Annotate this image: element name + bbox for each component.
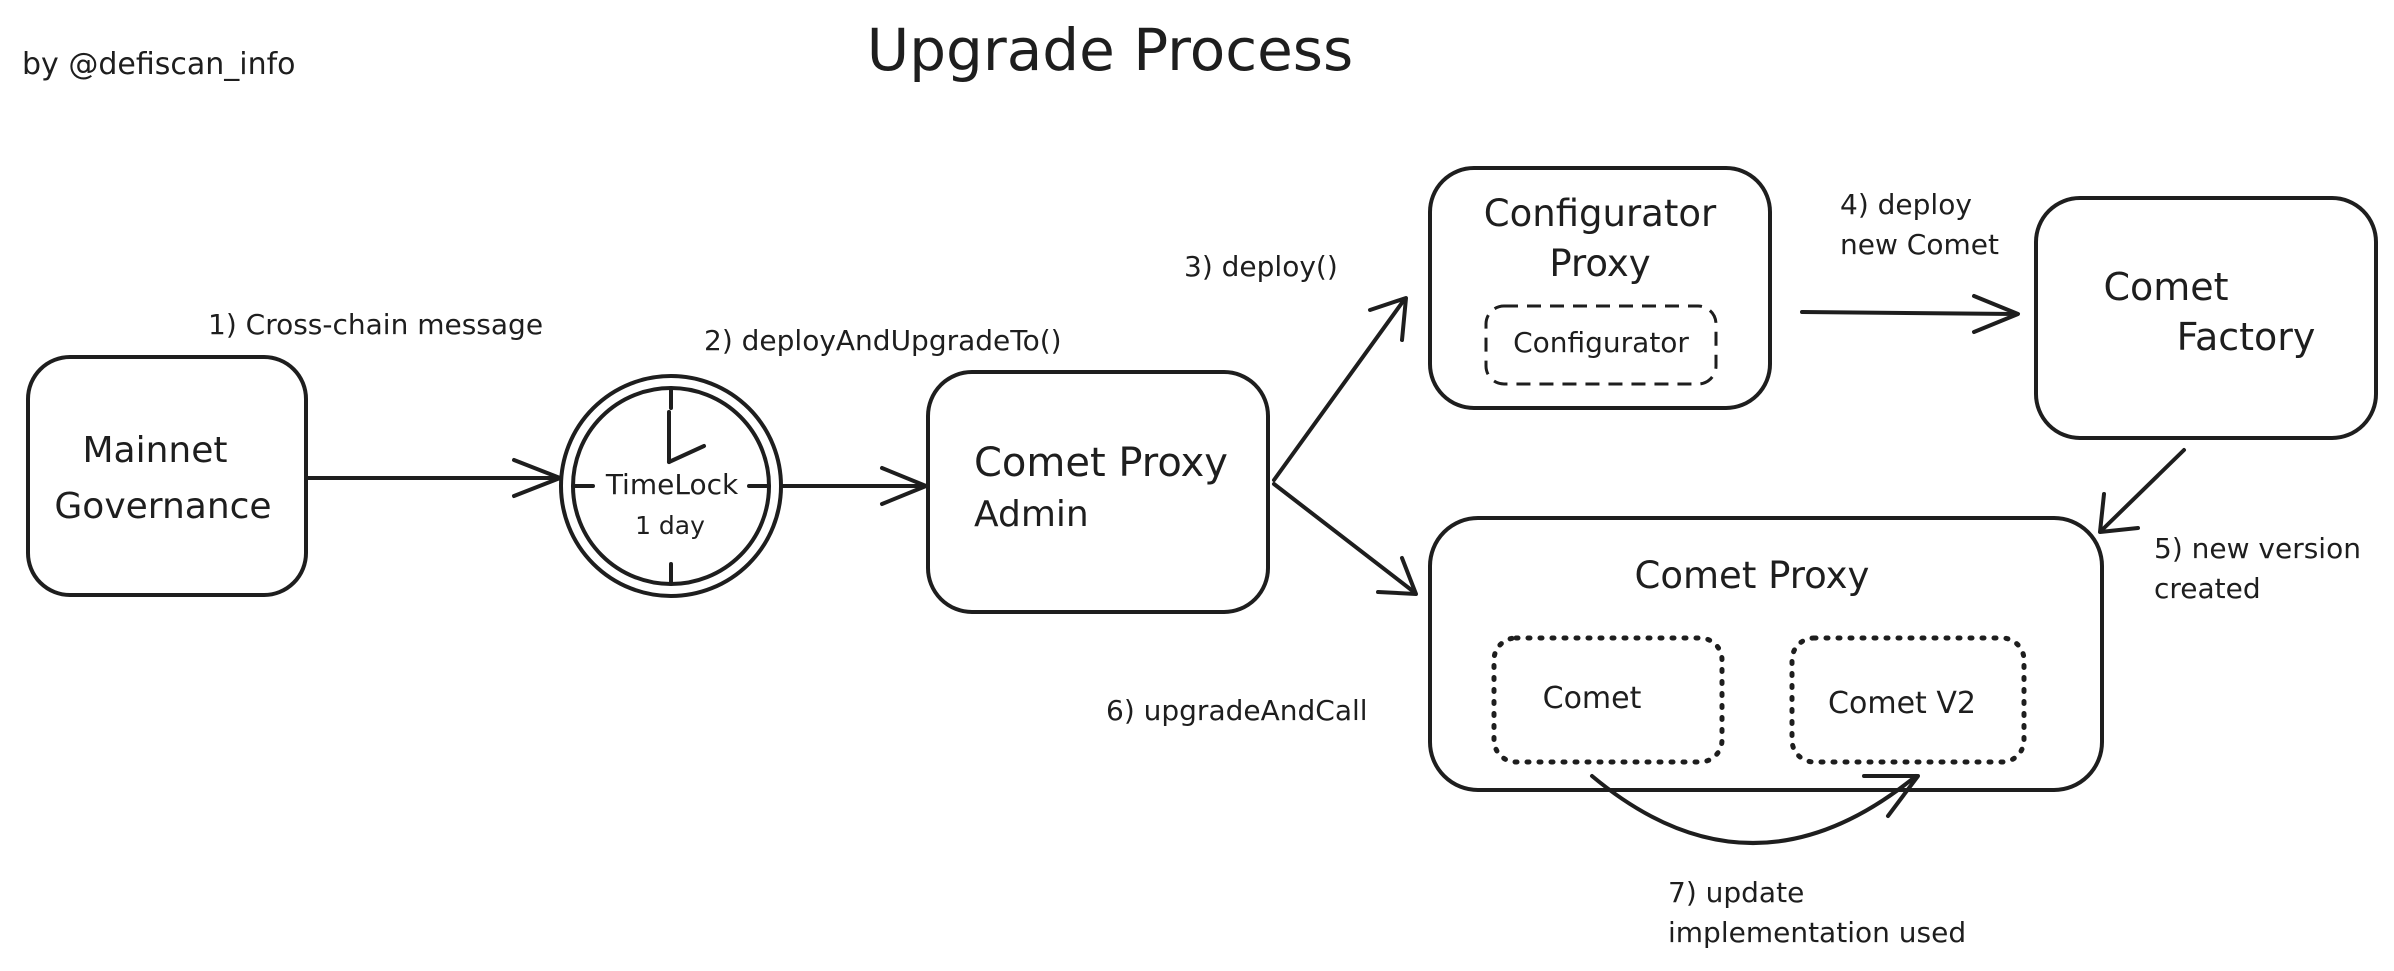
comet-implementation-label: Comet [1543,681,1642,716]
diagram-title: Upgrade Process [867,16,1353,84]
arrow-admin-to-configurator-proxy [1272,296,1408,482]
configurator-proxy-line2: Proxy [1549,242,1650,285]
comet-v2-implementation-box [1789,635,2027,765]
arrow-factory-to-comet-proxy [2098,448,2186,534]
comet-factory-line1: Comet [2103,265,2228,309]
arrow-timelock-to-proxy-admin [780,466,928,506]
credit-label: by @defiscan_info [22,47,296,82]
comet-factory-line2: Factory [2177,315,2316,359]
comet-proxy-label: Comet Proxy [1635,554,1870,597]
step-7-label-line2: implementation used [1668,916,1966,949]
timelock-delay: 1 day [635,511,705,540]
configurator-inner-box [1484,304,1718,386]
arrow-configurator-to-factory [1800,294,2020,334]
timelock-label: TimeLock [605,468,739,501]
comet-implementation-box [1491,635,1725,765]
arrow-governance-to-timelock [306,458,562,498]
comet-proxy-admin-node: Comet Proxy Admin [926,370,1270,614]
step-5-label-line1: 5) new version [2154,532,2361,565]
mainnet-governance-node: Mainnet Governance [26,355,308,597]
step-1-label: 1) Cross-chain message [208,308,543,341]
comet-factory-node: Comet Factory [2034,196,2378,440]
comet-proxy-admin-line1: Comet Proxy [974,440,1228,486]
step-4-label-line2: new Comet [1840,228,1999,261]
mainnet-governance-line2: Governance [54,486,271,527]
step-6-label: 6) upgradeAndCall [1106,694,1368,727]
configurator-proxy-node: Configurator Proxy Configurator [1428,166,1772,410]
arrow-admin-to-comet-proxy [1272,482,1418,596]
configurator-inner-label: Configurator [1513,326,1689,359]
mainnet-governance-line1: Mainnet [82,430,227,471]
configurator-proxy-line1: Configurator [1484,192,1717,235]
comet-proxy-node: Comet Proxy Comet Comet V2 [1428,516,2104,792]
arrow-comet-to-comet-v2 [1590,774,1920,845]
comet-v2-implementation-label: Comet V2 [1828,686,1976,721]
step-4-label-line1: 4) deploy [1840,188,1972,221]
step-7-label-line1: 7) update [1668,876,1804,909]
comet-proxy-admin-line2: Admin [974,494,1089,535]
step-3-label: 3) deploy() [1184,250,1338,283]
step-2-label: 2) deployAndUpgradeTo() [704,324,1062,357]
timelock-node: TimeLock 1 day [559,374,783,598]
step-5-label-line2: created [2154,572,2261,605]
